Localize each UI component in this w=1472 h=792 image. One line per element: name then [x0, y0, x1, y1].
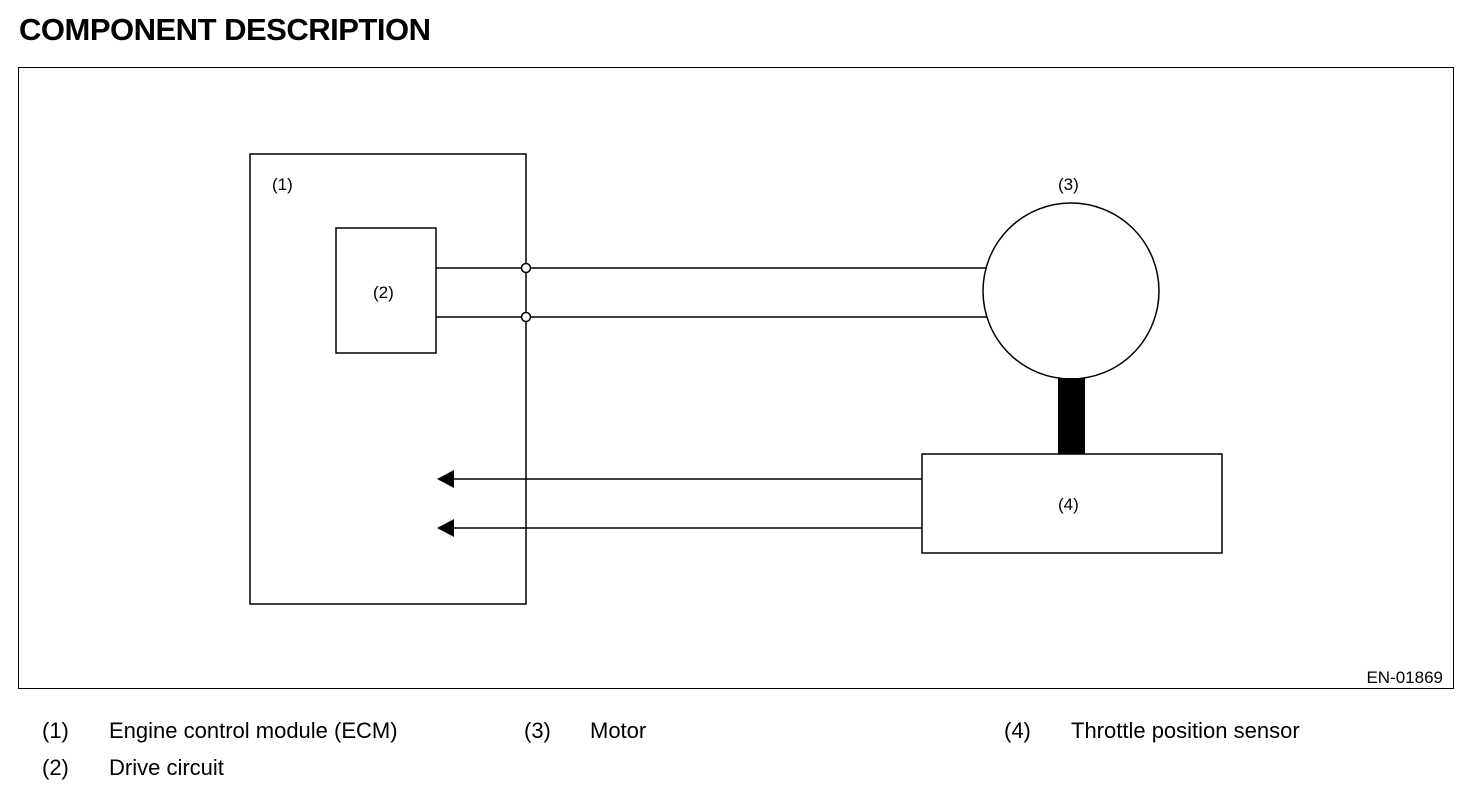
motor-shaft [1058, 378, 1085, 454]
motor-label: (3) [1058, 175, 1079, 194]
drive-circuit-box [335, 227, 437, 354]
ecm-box [249, 153, 527, 605]
legend-text-4: Throttle position sensor [1071, 718, 1300, 743]
legend-text-1: Engine control module (ECM) [109, 718, 398, 743]
signal-arrow-lower [437, 519, 454, 537]
drive-circuit-label: (2) [373, 283, 394, 302]
ecm-label: (1) [272, 175, 293, 194]
figure-id: EN-01869 [1366, 668, 1443, 687]
signal-arrow-upper [437, 470, 454, 488]
connector-terminal-lower [520, 311, 532, 323]
sensor-label: (4) [1058, 495, 1079, 514]
diagram-frame [18, 67, 1454, 689]
page-title: COMPONENT DESCRIPTION [19, 12, 431, 47]
legend-num-4: (4) [1004, 718, 1031, 743]
legend-num-2: (2) [42, 755, 69, 780]
legend-num-3: (3) [524, 718, 551, 743]
legend-num-1: (1) [42, 718, 69, 743]
motor-circle [982, 202, 1160, 380]
connector-terminal-upper [520, 262, 532, 274]
legend-text-3: Motor [590, 718, 647, 743]
legend-text-2: Drive circuit [109, 755, 224, 780]
sensor-box [921, 453, 1223, 554]
